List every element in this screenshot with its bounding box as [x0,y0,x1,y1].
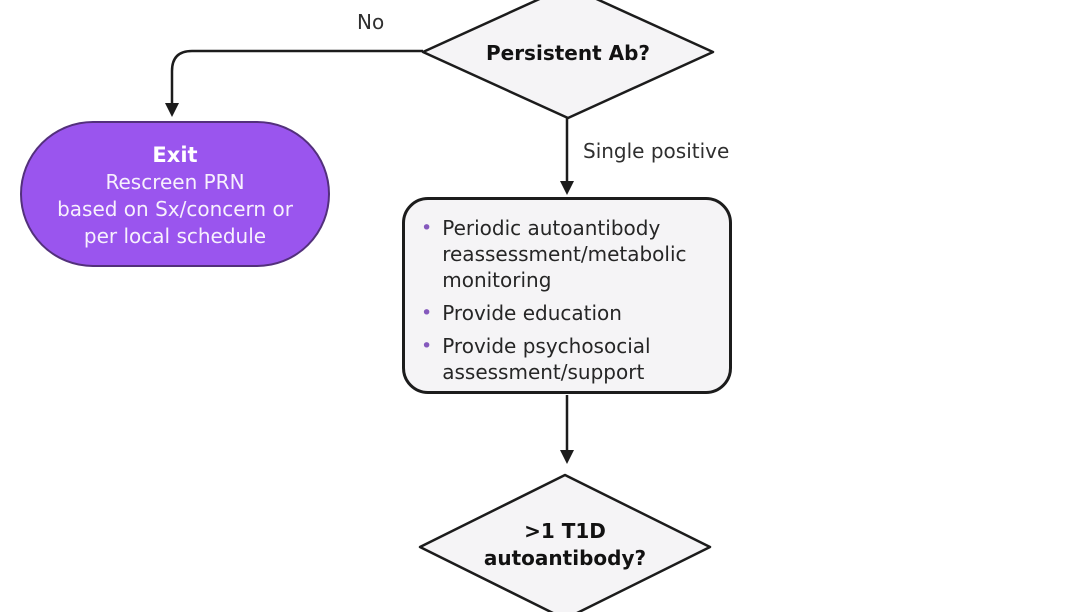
actions-bullet-item: • Periodic autoantibody reassessment/met… [421,215,719,293]
decision-bottom-label: >1 T1D autoantibody? [445,518,685,572]
exit-node-line: based on Sx/concern or [57,197,293,221]
actions-bullet-text: Provide education [442,301,622,325]
exit-node-title: Exit [152,143,198,167]
edge-label-no: No [357,10,385,34]
actions-bullet-item: • Provide psychosocial assessment/suppor… [421,333,719,385]
edge-no-arrowhead [165,103,179,117]
decision-bottom-label-line: >1 T1D [524,519,606,543]
exit-node-line: per local schedule [83,224,267,248]
exit-node: Exit Rescreen PRN based on Sx/concern or… [20,121,330,267]
actions-bullet-text: Periodic autoantibody reassessment/metab… [442,216,687,292]
bullet-icon: • [421,335,433,357]
edge-single-positive-arrowhead [560,181,574,195]
actions-node: • Periodic autoantibody reassessment/met… [402,197,732,394]
edge-no-line [170,49,423,105]
exit-node-line: Rescreen PRN [105,170,245,194]
decision-diamond-bottom-shape [418,473,712,612]
bullet-icon: • [421,217,433,239]
decision-top-label: Persistent Ab? [485,41,651,65]
actions-bullet-text: Provide psychosocial assessment/support [442,334,651,384]
edge-actions-to-bottom-arrowhead [560,450,574,464]
bullet-icon: • [421,302,433,324]
edge-label-single-positive: Single positive [583,139,730,163]
actions-bullet-item: • Provide education [421,300,719,326]
decision-bottom-label-line: autoantibody? [483,546,647,570]
actions-bullet-list: • Periodic autoantibody reassessment/met… [421,215,719,385]
